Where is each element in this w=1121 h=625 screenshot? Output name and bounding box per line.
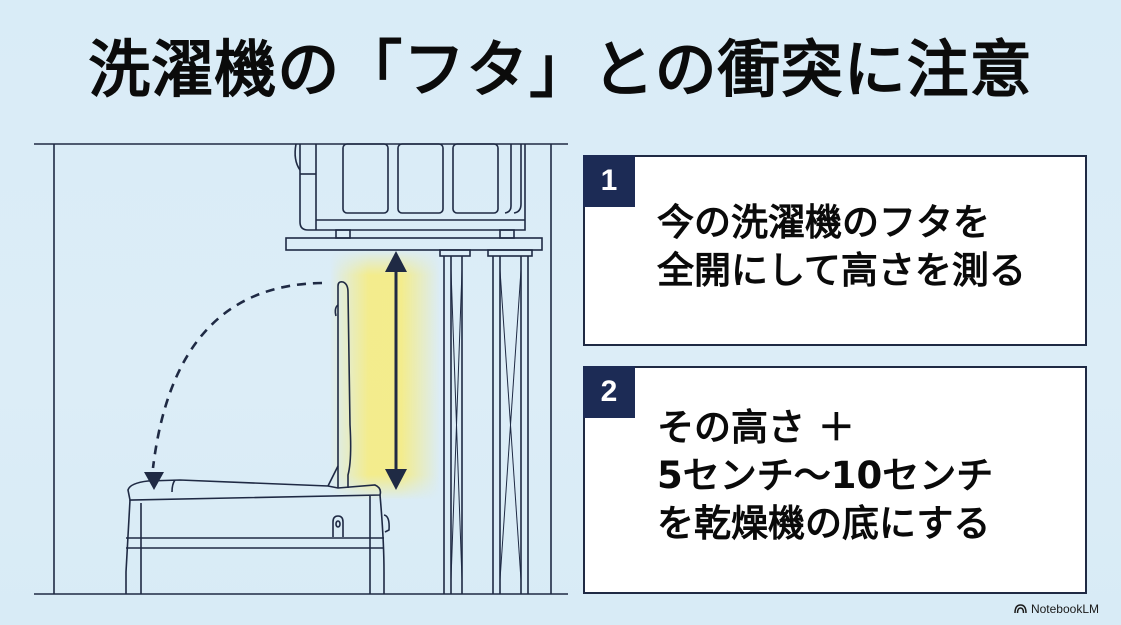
step-line: を乾燥機の底にする [657, 502, 991, 545]
step-line: その高さ ＋ [657, 406, 855, 449]
dryer-shelf [285, 237, 543, 251]
step-instruction: その高さ ＋ 5センチ〜10センチ を乾燥機の底にする [657, 404, 993, 548]
washing-machine [125, 281, 390, 594]
step-card-1: 1 今の洗濯機のフタを 全開にして高さを測る [583, 155, 1087, 346]
clearance-highlight [330, 250, 440, 500]
step-card-2: 2 その高さ ＋ 5センチ〜10センチ を乾燥機の底にする [583, 366, 1087, 594]
clearance-height-arrow [385, 251, 407, 490]
step-line: 5センチ〜10センチ [657, 454, 994, 497]
page-title: 洗濯機の「フタ」との衝突に注意 [88, 33, 1033, 106]
step-line: 全開にして高さを測る [657, 249, 1026, 292]
arc-arrowhead [144, 472, 164, 490]
lid-swing-arc [151, 281, 323, 469]
notebooklm-icon [1014, 604, 1027, 614]
step-line: 今の洗濯機のフタを [657, 201, 990, 244]
step-number-badge: 1 [583, 155, 635, 207]
step-number-badge: 2 [583, 366, 635, 418]
brand-label: NotebookLM [1030, 602, 1099, 616]
dryer [285, 143, 543, 594]
step-instruction: 今の洗濯機のフタを 全開にして高さを測る [657, 199, 1026, 295]
brand-watermark: NotebookLM [1014, 602, 1099, 616]
